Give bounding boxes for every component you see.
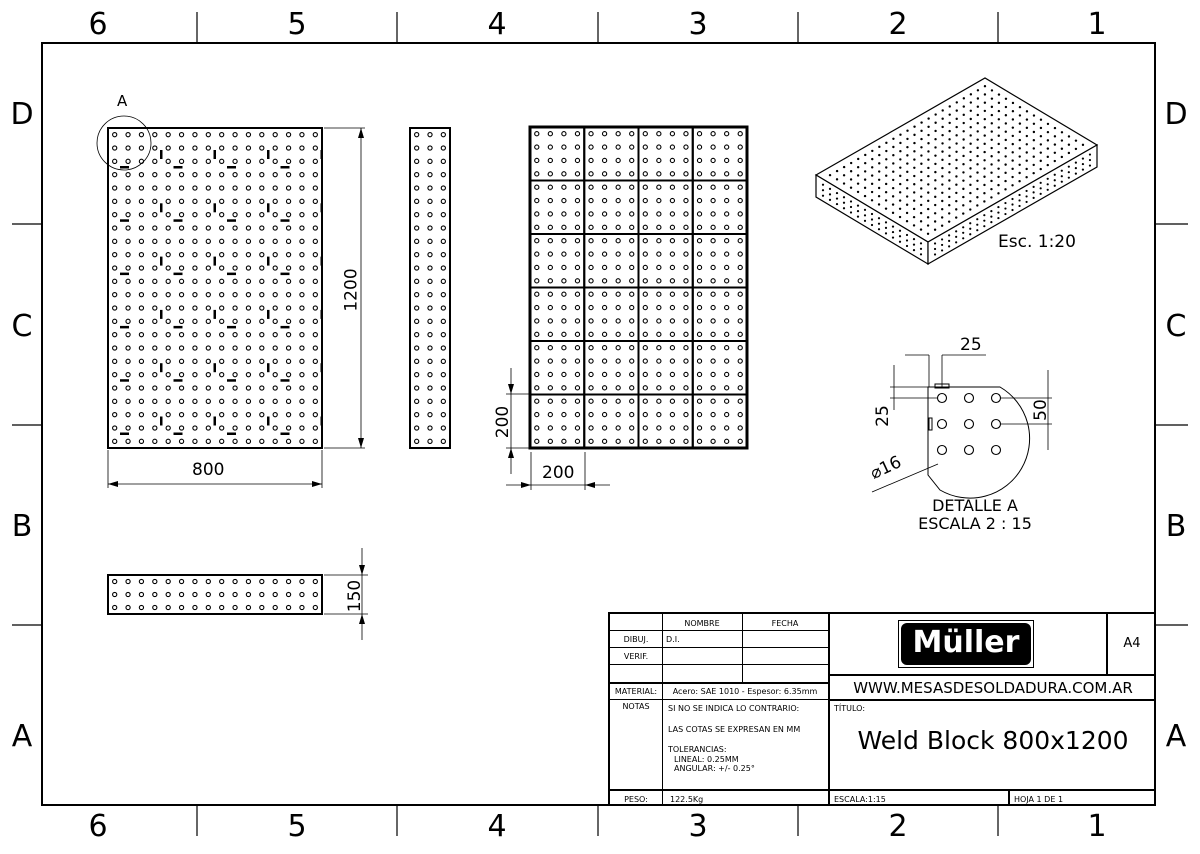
dimension-arrows xyxy=(108,128,595,624)
titulo-label: TÍTULO: xyxy=(834,704,866,713)
notas-line-1: SI NO SE INDICA LO CONTRARIO: xyxy=(668,704,800,713)
detail-scale: ESCALA 2 : 15 xyxy=(918,514,1032,533)
zone-col-3-bottom: 3 xyxy=(688,809,708,844)
zone-row-c-left: C xyxy=(11,309,33,344)
dibuj-value: D.I. xyxy=(666,635,680,644)
website: WWW.MESASDESOLDADURA.COM.AR xyxy=(853,679,1133,697)
dim-bottom-height: 150 xyxy=(345,579,366,613)
zone-row-b-left: B xyxy=(11,509,33,544)
muller-logo: Müller xyxy=(898,620,1034,668)
sheet-size: A4 xyxy=(1123,636,1141,651)
drawing-title: Weld Block 800x1200 xyxy=(857,726,1129,755)
detail-ref-label: A xyxy=(117,92,128,110)
material-label: MATERIAL: xyxy=(614,687,658,696)
bottom-view xyxy=(107,574,323,615)
notas-line-2: LAS COTAS SE EXPRESAN EN MM xyxy=(668,725,801,734)
dim-panel-height: 200 xyxy=(493,405,514,439)
notas-label: NOTAS xyxy=(622,702,650,711)
zone-ticks xyxy=(12,12,1188,836)
zone-col-1-bottom: 1 xyxy=(1087,809,1107,844)
front-view xyxy=(107,127,323,449)
detail-a-view xyxy=(871,354,1052,499)
zone-col-4-bottom: 4 xyxy=(487,809,507,844)
notas-line-4: LINEAL: 0.25MM xyxy=(674,755,739,764)
detail-dim-right: 50 xyxy=(1030,399,1051,421)
notas-line-3: TOLERANCIAS: xyxy=(668,745,727,754)
zone-row-d-right: D xyxy=(1164,97,1188,132)
peso-label: PESO: xyxy=(624,795,648,804)
zone-col-2-bottom: 2 xyxy=(888,809,908,844)
zone-col-5-top: 5 xyxy=(287,7,307,42)
header-fecha: FECHA xyxy=(771,619,799,628)
peso-value: 122.5Kg xyxy=(670,795,704,804)
dimensions xyxy=(96,115,610,640)
detail-dim-top: 25 xyxy=(960,335,982,355)
escala-value: ESCALA:1:15 xyxy=(834,795,886,804)
iso-scale-label: Esc. 1:20 xyxy=(998,232,1076,252)
zone-row-d-left: D xyxy=(10,97,34,132)
zone-col-3-top: 3 xyxy=(688,7,708,42)
zone-row-a-right: A xyxy=(1165,719,1187,754)
zone-row-c-right: C xyxy=(1165,309,1187,344)
side-view xyxy=(409,127,451,449)
detail-dim-left: 25 xyxy=(872,405,893,427)
isometric-view xyxy=(814,77,1099,266)
zone-col-2-top: 2 xyxy=(888,7,908,42)
panel-layout-view xyxy=(528,125,749,450)
zone-col-4-top: 4 xyxy=(487,7,507,42)
detail-title: DETALLE A xyxy=(932,496,1018,515)
dim-front-width: 800 xyxy=(192,460,225,480)
zone-col-6-top: 6 xyxy=(88,7,108,42)
dim-front-height: 1200 xyxy=(341,268,362,312)
header-nombre: NOMBRE xyxy=(684,619,720,628)
zone-col-6-bottom: 6 xyxy=(88,809,108,844)
dibuj-label: DIBUJ. xyxy=(623,635,649,644)
material-value: Acero: SAE 1010 - Espesor: 6.35mm xyxy=(672,687,818,696)
dim-panel-width: 200 xyxy=(542,463,575,483)
verif-label: VERIF. xyxy=(623,652,649,661)
zone-row-a-left: A xyxy=(11,719,33,754)
zone-row-b-right: B xyxy=(1165,509,1187,544)
title-block: NOMBRE FECHA DIBUJ. D.I. VERIF. MATERIAL… xyxy=(608,612,1156,804)
zone-col-5-bottom: 5 xyxy=(287,809,307,844)
notas-line-5: ANGULAR: +/- 0.25° xyxy=(674,764,755,773)
zone-col-1-top: 1 xyxy=(1087,7,1107,42)
hoja-value: HOJA 1 DE 1 xyxy=(1014,795,1064,804)
